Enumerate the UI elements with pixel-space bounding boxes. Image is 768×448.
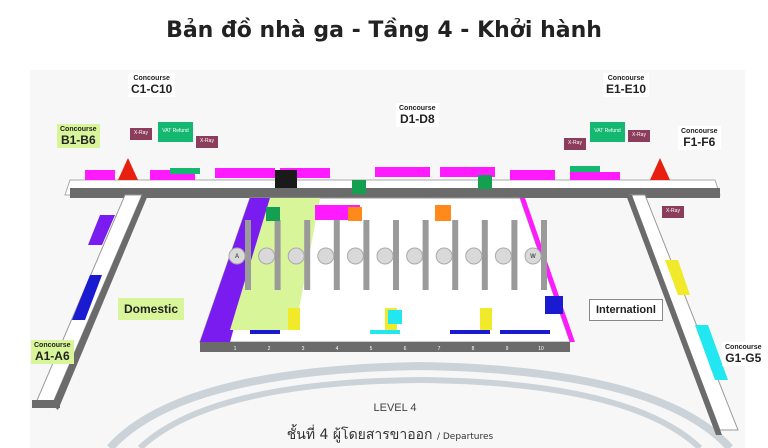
temple-left	[118, 158, 138, 180]
door-number: 10	[538, 346, 544, 352]
vat-refund-sign: VAT Refund	[590, 122, 625, 142]
page-title: Bản đồ nhà ga - Tầng 4 - Khởi hành	[166, 18, 602, 43]
checkin-island[interactable]	[435, 247, 453, 265]
checkin-island[interactable]	[406, 247, 424, 265]
road-outer	[107, 361, 733, 448]
door-number: 9	[506, 346, 509, 352]
xray-sign: X-Ray	[196, 136, 218, 148]
checkin-island[interactable]	[258, 247, 276, 265]
checkin-counter-row	[511, 220, 518, 290]
airline-icon	[545, 296, 563, 314]
door-number: 7	[438, 346, 441, 352]
checkin-island[interactable]	[228, 247, 246, 265]
door-number: 3	[302, 346, 305, 352]
checkin-island[interactable]	[376, 247, 394, 265]
checkin-islands: A W 1 2 3 4 5 6 7 8 9 10	[228, 220, 547, 352]
map-drawing: A W 1 2 3 4 5 6 7 8 9 10	[32, 158, 739, 448]
road-inner	[137, 376, 703, 448]
xray-sign: X-Ray	[564, 138, 586, 150]
door-number: 4	[336, 346, 339, 352]
baggage-icon	[275, 170, 297, 188]
checkin-counter-row	[422, 220, 429, 290]
level-label: LEVEL 4	[373, 402, 417, 414]
xray-sign: X-Ray	[662, 206, 684, 218]
checkin-island[interactable]	[317, 247, 335, 265]
toilet-icons	[266, 175, 492, 221]
xray-sign: X-Ray	[130, 128, 152, 140]
checkin-counter-row	[393, 220, 399, 290]
info-icon	[388, 310, 402, 324]
checkin-counter-row	[274, 220, 281, 290]
checkin-island-label: W	[530, 254, 536, 260]
door-number: 2	[268, 346, 271, 352]
checkin-counter-row	[541, 220, 547, 290]
international-zone-label[interactable]: Internationl	[589, 299, 663, 321]
checkin-counter-row	[333, 220, 340, 290]
temple-right	[650, 158, 670, 180]
checkin-island[interactable]	[465, 247, 483, 265]
vat-refund-sign: VAT Refund	[158, 122, 193, 142]
checkin-counter-row	[363, 220, 370, 290]
shops	[85, 167, 620, 180]
door-number: 5	[370, 346, 373, 352]
door-number: 8	[472, 346, 475, 352]
checkin-island[interactable]	[494, 247, 512, 265]
xray-sign: X-Ray	[628, 130, 650, 142]
level-caption: ชั้นที่ 4 ผู้โดยสารขาออก / Departures	[286, 427, 494, 443]
checkin-counter-row	[245, 220, 251, 290]
checkin-counter-row	[452, 220, 459, 290]
checkin-island[interactable]	[346, 247, 364, 265]
checkin-island[interactable]	[287, 247, 305, 265]
walkway-edge	[70, 188, 720, 198]
checkin-counter-row	[304, 220, 311, 290]
checkin-island[interactable]	[524, 247, 542, 265]
checkin-island-label: A	[235, 254, 240, 260]
door-number: 6	[404, 346, 407, 352]
departures-label: / Departures	[436, 432, 494, 442]
domestic-zone-label[interactable]: Domestic	[118, 298, 185, 320]
door-number: 1	[234, 346, 237, 352]
checkin-counter-row	[481, 220, 488, 290]
